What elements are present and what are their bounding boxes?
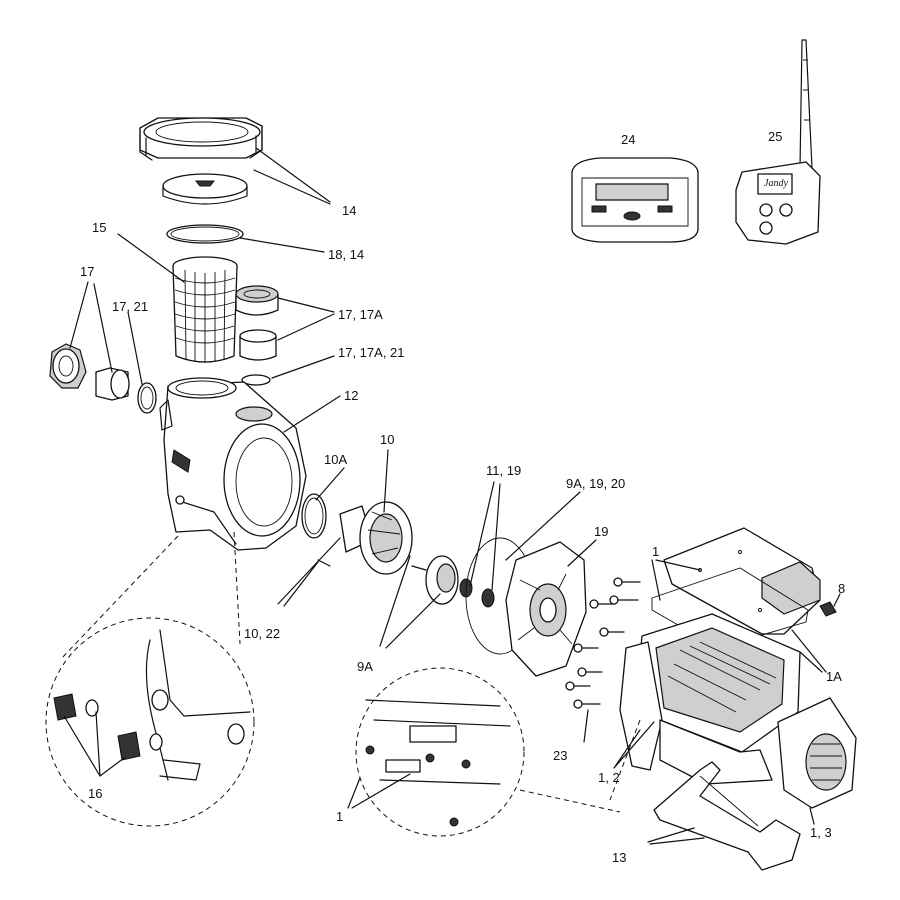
label-part-19: 19 [594, 524, 609, 539]
label-part-1-detail: 1 [336, 809, 344, 824]
impeller-part [411, 555, 459, 605]
screw-part [317, 559, 331, 567]
label-part-23: 23 [553, 748, 568, 763]
union-tail-left-part [95, 367, 130, 401]
label-part-1-3: 1, 3 [810, 825, 832, 840]
lid-part [162, 173, 248, 205]
label-part-17-17a-21: 17, 17A, 21 [338, 345, 405, 360]
seal-plate-part [505, 541, 587, 677]
shaft-seal-part [459, 578, 495, 608]
brand-logo: Jandy [764, 178, 788, 189]
label-part-1a: 1A [826, 669, 842, 684]
union-o-ring-left-part [137, 382, 157, 414]
label-part-18-14: 18, 14 [328, 247, 365, 262]
union-tail-right-part [239, 329, 277, 361]
label-part-15: 15 [92, 220, 107, 235]
pump-housing-part [159, 377, 307, 551]
lid-o-ring-part [166, 224, 244, 244]
label-part-17: 17 [80, 264, 95, 279]
label-part-1-2: 1, 2 [598, 770, 620, 785]
drain-plug-8-part [819, 601, 837, 617]
diffuser-part [339, 501, 413, 575]
motor-drive-part [619, 613, 801, 785]
label-part-11-19: 11, 19 [486, 463, 522, 478]
leader-lines [63, 147, 841, 845]
label-part-9a-19-20: 9A, 19, 20 [566, 476, 626, 491]
label-part-8: 8 [838, 581, 846, 596]
cover-gasket-part [651, 567, 809, 649]
detail-circle-plugs [45, 531, 255, 827]
diffuser-o-ring-part [301, 493, 327, 539]
label-part-13: 13 [612, 850, 627, 865]
antenna-icon [735, 39, 821, 245]
label-part-17-17a: 17, 17A [338, 307, 383, 322]
bolts-part [565, 577, 641, 709]
union-nut-right-part [235, 285, 279, 316]
drive-cover-part [663, 527, 821, 635]
label-part-25: 25 [768, 129, 783, 144]
label-part-14: 14 [342, 203, 357, 218]
fan-cover-part [777, 697, 857, 809]
label-part-9a: 9A [357, 659, 373, 674]
label-part-10: 10 [380, 432, 395, 447]
union-nut-left-part [49, 343, 87, 389]
label-part-16: 16 [88, 786, 103, 801]
motor-base-part [653, 761, 801, 871]
label-part-1-top: 1 [652, 544, 660, 559]
label-part-24: 24 [621, 132, 636, 147]
label-part-17-21: 17, 21 [112, 299, 149, 314]
label-part-10a: 10A [324, 452, 348, 467]
detail-circle-drive [355, 667, 641, 837]
control-panel-icon [571, 157, 699, 243]
clamp-ring-part [139, 117, 263, 161]
label-part-12: 12 [344, 388, 359, 403]
union-o-ring-right-part [241, 374, 271, 386]
strainer-basket-part [172, 256, 238, 363]
label-part-10-22: 10, 22 [244, 626, 281, 641]
